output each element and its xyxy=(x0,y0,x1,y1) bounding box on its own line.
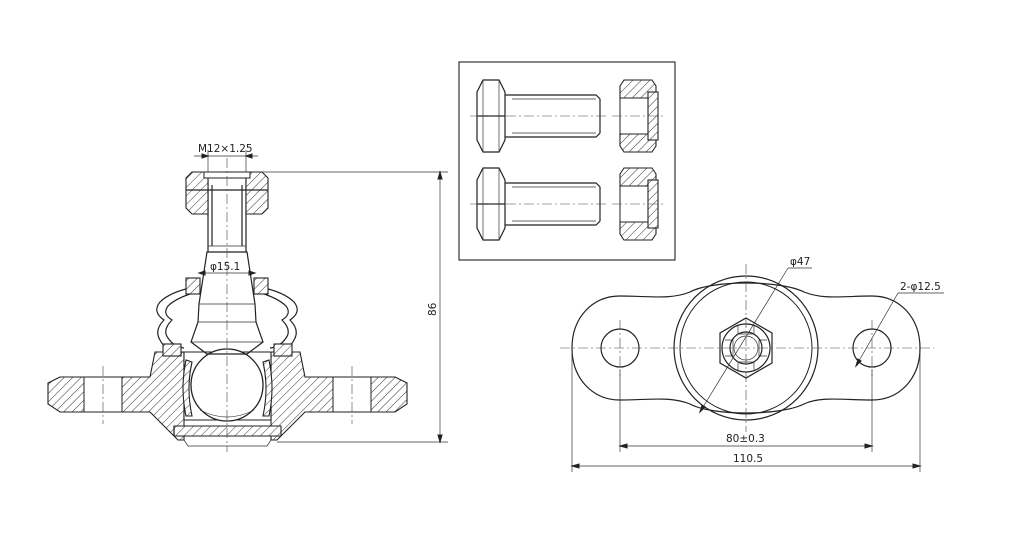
dim-hole-spacing-label: 80±0.3 xyxy=(726,433,765,445)
side-section-view: M12×1.25 φ15.1 86 xyxy=(47,143,448,452)
boot-clamp-right xyxy=(253,277,269,295)
dim-taper-dia-label: φ15.1 xyxy=(210,261,240,273)
bolt-lower xyxy=(470,167,608,241)
dim-thread-label: M12×1.25 xyxy=(198,143,253,155)
nut-lower xyxy=(612,167,664,241)
bolt-upper xyxy=(470,79,608,153)
boot-clamp-left xyxy=(185,277,201,295)
castle-nut xyxy=(185,171,209,215)
dim-height-label: 86 xyxy=(427,302,439,316)
dim-overall-length-label: 110.5 xyxy=(733,453,763,465)
stud-thread xyxy=(207,180,247,252)
dim-ball-dia-label: φ47 xyxy=(790,256,810,268)
nut-upper xyxy=(612,79,664,153)
hardware-detail-box xyxy=(458,61,676,261)
stud-taper xyxy=(190,251,264,355)
ball xyxy=(190,348,264,422)
dim-hole-spec-label: 2-φ12.5 xyxy=(900,281,941,293)
socket-liner xyxy=(182,359,193,417)
top-view: φ47 2-φ12.5 80±0.3 110.5 xyxy=(560,256,944,472)
bottom-plate xyxy=(173,425,282,437)
